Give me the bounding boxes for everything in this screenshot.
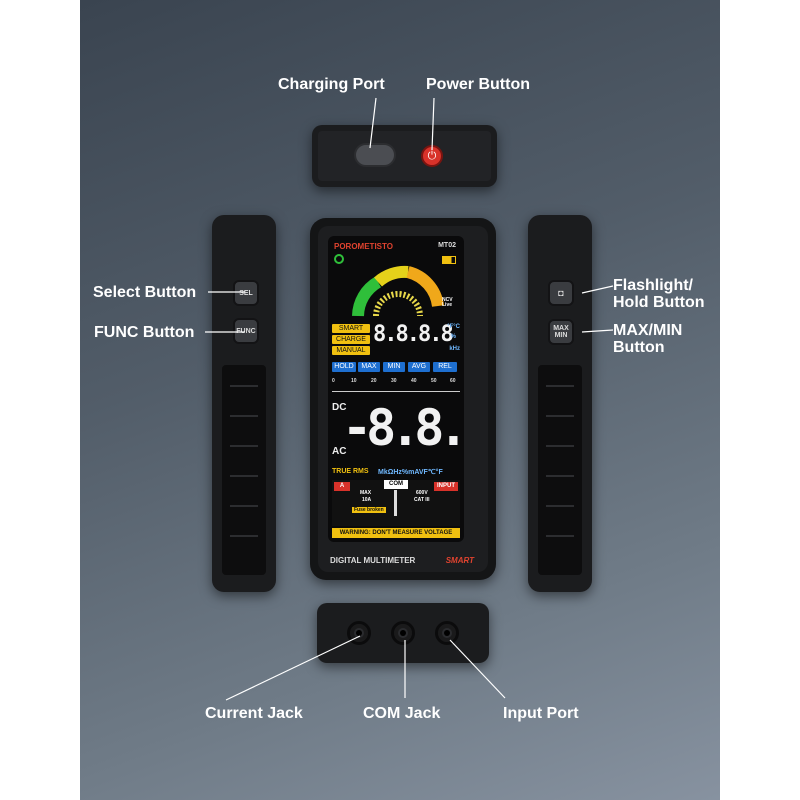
battery-icon (442, 256, 456, 264)
lcd-screen: POROMETISTO MT02 NCV Live SMART CHARGE M… (328, 236, 464, 542)
small-digits: 8.8.8.8 (373, 322, 454, 347)
diagram-stage: ⏻ SEL FUNC POROMETISTO MT02 (80, 0, 720, 800)
tag-min: MIN (383, 362, 405, 372)
front-view: POROMETISTO MT02 NCV Live SMART CHARGE M… (310, 218, 496, 580)
units-row: MkΩHz%mAVF℃°F (378, 469, 443, 476)
mode-manual: MANUAL (332, 346, 370, 355)
tag-max: MAX (358, 362, 380, 372)
flashlight-hold-button[interactable]: ◘ (548, 280, 574, 306)
ac-indicator: AC (332, 446, 347, 457)
warning-label: WARNING: DON'T MEASURE VOLTAGE (332, 528, 460, 538)
main-digits: -8.8.8.8 (342, 399, 464, 457)
top-grip (318, 131, 491, 181)
label-current-jack: Current Jack (205, 705, 303, 722)
label-func-button: FUNC Button (94, 324, 195, 341)
mode-charge: CHARGE (332, 335, 370, 344)
mode-smart: SMART (332, 324, 370, 333)
power-button[interactable]: ⏻ (421, 145, 443, 167)
label-flashlight-hold-2: Hold Button (613, 294, 705, 311)
func-button[interactable]: FUNC (233, 318, 259, 344)
terminal-com: COM (384, 480, 408, 489)
unit-khz: kHz (449, 346, 460, 352)
label-com-jack: COM Jack (363, 705, 441, 722)
label-charging-port: Charging Port (278, 76, 385, 93)
ncv-label: NCV Live (442, 297, 453, 308)
terminal-diagram: A COM INPUT MAX 10A 600V CAT III Fuse br… (332, 480, 460, 526)
current-jack[interactable] (347, 621, 371, 645)
front-face: POROMETISTO MT02 NCV Live SMART CHARGE M… (318, 226, 488, 572)
cat-line1: 600V (416, 490, 428, 496)
bar-scale: 0 10 20 30 40 50 60 (332, 378, 460, 392)
power-indicator-icon (334, 254, 344, 264)
right-side-grip (538, 365, 582, 575)
sel-button[interactable]: SEL (233, 280, 259, 306)
tag-rel: REL (433, 362, 457, 372)
brand-label: POROMETISTO (334, 242, 393, 251)
cat-line2: CAT III (414, 497, 430, 503)
dc-indicator: DC (332, 402, 347, 413)
unit-percent: % (450, 334, 456, 340)
smart-label: SMART (445, 556, 474, 565)
device-name-label: DIGITAL MULTIMETER (330, 556, 416, 565)
left-side-grip (222, 365, 266, 575)
terminal-input: INPUT (434, 482, 458, 491)
terminal-a: A (334, 482, 350, 491)
input-port[interactable] (435, 621, 459, 645)
tag-avg: AVG (408, 362, 430, 372)
label-maxmin-2: Button (613, 339, 665, 356)
com-jack[interactable] (391, 621, 415, 645)
charging-port-cover[interactable] (354, 143, 396, 167)
label-maxmin-1: MAX/MIN (613, 322, 683, 339)
label-select-button: Select Button (93, 284, 197, 301)
bottom-view (317, 603, 489, 663)
function-dial-arc (352, 265, 444, 317)
left-side-view: SEL FUNC (212, 215, 276, 592)
true-rms-label: TRUE RMS (332, 468, 369, 475)
tag-hold: HOLD (332, 362, 356, 372)
model-label: MT02 (438, 242, 456, 249)
probe-icon (394, 490, 397, 516)
top-view: ⏻ (312, 125, 497, 187)
max-10a-line1: MAX (360, 490, 372, 496)
label-flashlight-hold-1: Flashlight/ (613, 277, 693, 294)
label-input-port: Input Port (503, 705, 579, 722)
label-power-button: Power Button (426, 76, 530, 93)
fuse-broken-label: Fuse broken (352, 507, 386, 513)
unit-temp: °F°C (447, 324, 460, 330)
max-10a-line2: 10A (362, 497, 372, 503)
